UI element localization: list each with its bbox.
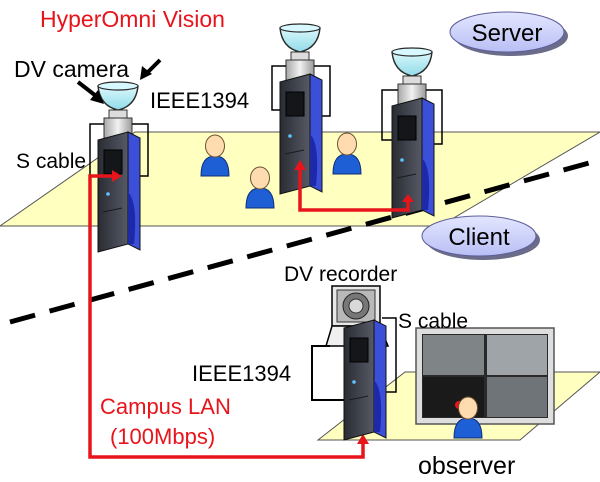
pc-tower-icon — [97, 131, 141, 253]
video-monitor — [415, 327, 555, 425]
s-cable-bottom-label: S cable — [398, 310, 468, 333]
campus-lan-cables — [88, 162, 410, 459]
observer-label: observer — [418, 452, 515, 480]
omni-camera-icon — [279, 23, 321, 81]
dashed-separator — [9, 157, 600, 325]
server-label: Server — [472, 20, 543, 47]
server-pc-2 — [271, 23, 331, 195]
s-cable-line — [378, 317, 397, 393]
server-badge: Server — [449, 11, 568, 56]
hyperomni-label: HyperOmni Vision — [40, 6, 225, 32]
ieee-bottom-label: IEEE1394 — [192, 361, 291, 386]
campus-lan-label: Campus LAN — [100, 394, 231, 419]
dv-camera-label: DV camera — [14, 56, 129, 82]
s-cable-top-label: S cable — [16, 150, 86, 173]
arrow-head — [294, 160, 306, 170]
pc-tower-icon — [391, 97, 435, 219]
omni-camera-icon — [97, 81, 139, 139]
callout-arrows — [76, 58, 162, 104]
pc-tower-icon — [343, 319, 387, 441]
lan-speed-label: (100Mbps) — [110, 424, 215, 449]
server-pc-3 — [381, 47, 443, 219]
client-badge: Client — [421, 215, 540, 260]
arrow-head — [112, 170, 122, 182]
server-pc-1 — [89, 81, 149, 253]
dv-recorder-label: DV recorder — [284, 263, 397, 286]
ieee-top-label: IEEE1394 — [150, 88, 249, 113]
arrow-head — [357, 434, 369, 444]
client-label: Client — [448, 224, 510, 251]
omni-camera-icon — [391, 47, 433, 105]
arrow-head — [402, 194, 414, 202]
recorder-cable — [311, 345, 346, 401]
